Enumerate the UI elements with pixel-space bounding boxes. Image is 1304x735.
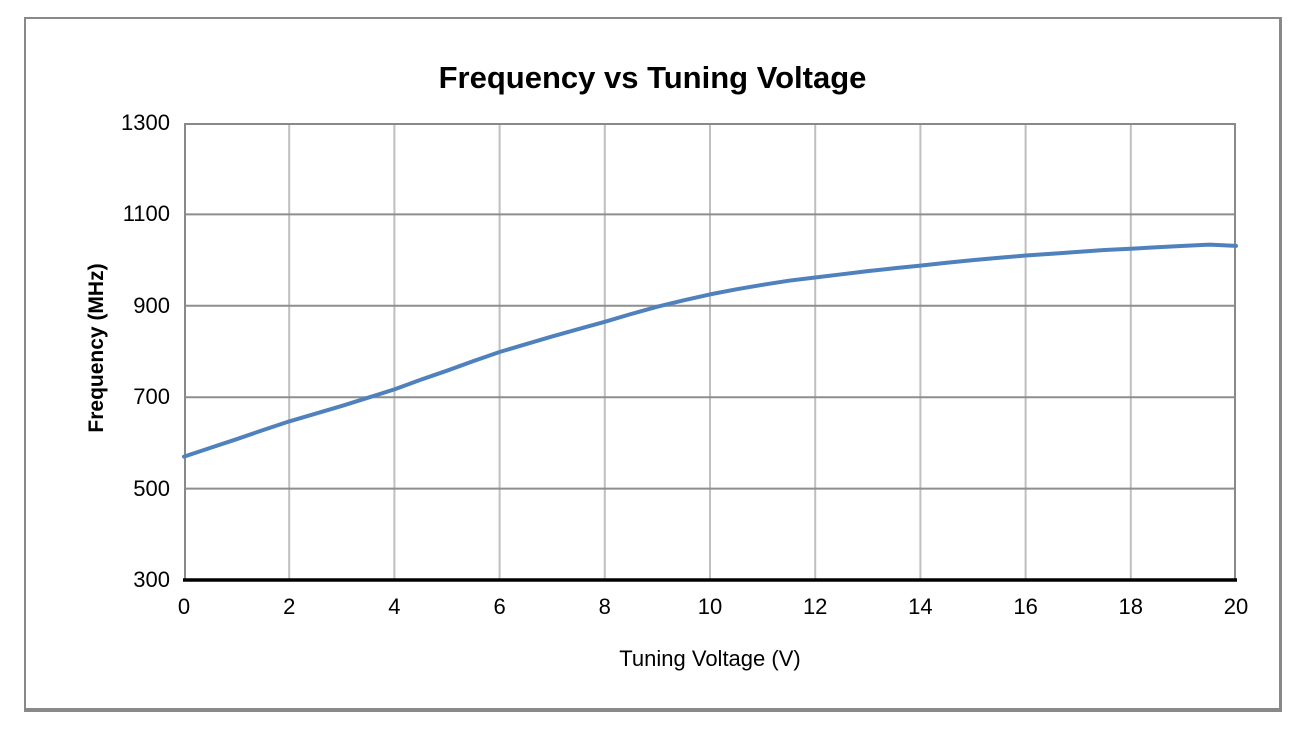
y-tick-label: 1300 bbox=[121, 110, 170, 135]
y-tick-label: 1100 bbox=[122, 201, 170, 227]
chart-frame bbox=[24, 17, 1282, 712]
chart-title: Frequency vs Tuning Voltage bbox=[438, 60, 867, 95]
y-tick-label: 700 bbox=[133, 384, 170, 410]
y-tick-label: 500 bbox=[133, 475, 170, 501]
x-tick-label: 18 bbox=[1118, 594, 1144, 619]
y-tick-label: 300 bbox=[133, 567, 170, 592]
x-tick-label: 12 bbox=[802, 594, 828, 619]
y-tick-label: 900 bbox=[133, 292, 170, 318]
x-tick-label: 14 bbox=[908, 594, 933, 619]
x-tick-label: 0 bbox=[177, 594, 191, 619]
x-tick-label: 8 bbox=[598, 594, 611, 619]
x-tick-label: 16 bbox=[1013, 594, 1038, 619]
x-tick-label: 4 bbox=[388, 594, 401, 619]
x-tick-label: 20 bbox=[1223, 594, 1249, 619]
x-tick-label: 10 bbox=[697, 594, 723, 619]
x-axis-title: Tuning Voltage (V) bbox=[619, 646, 801, 671]
frequency-curve bbox=[182, 242, 1238, 459]
x-tick-label: 6 bbox=[493, 594, 506, 619]
x-tick-label: 2 bbox=[283, 594, 296, 619]
